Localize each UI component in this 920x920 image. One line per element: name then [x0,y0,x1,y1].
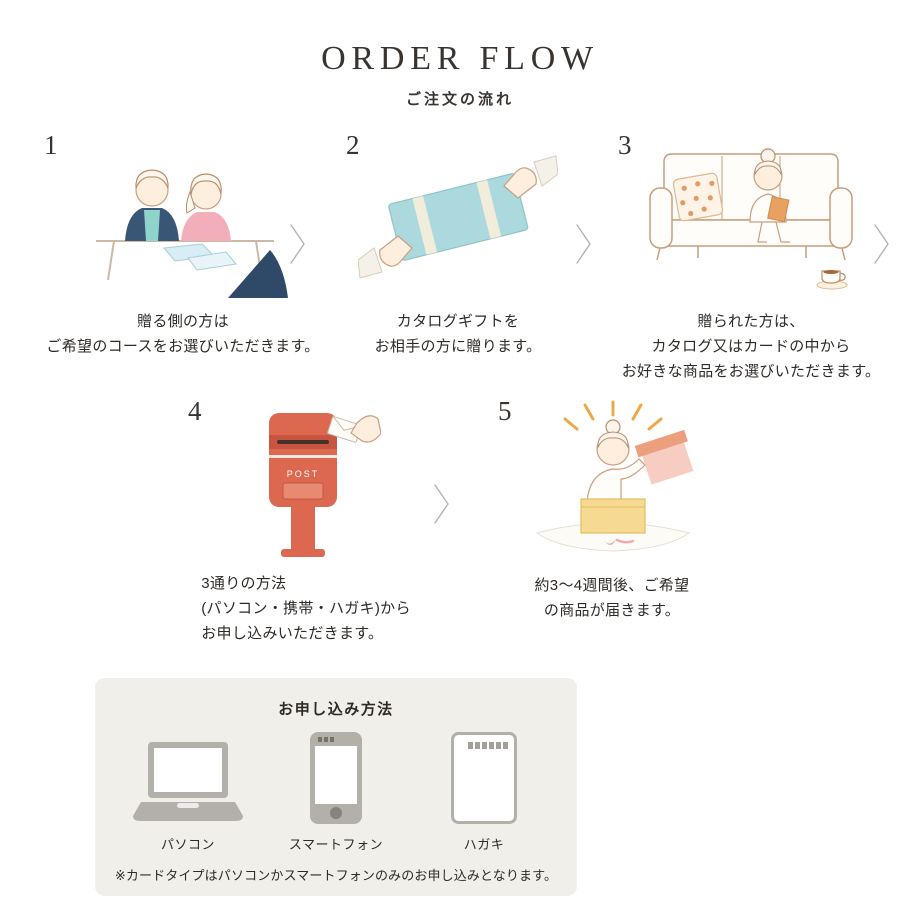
step-2: 2 カタログギフトを お相手の方に贈ります。 [338,132,578,360]
method-smartphone: スマートフォン [271,732,401,853]
application-note: ※カードタイプはパソコンかスマートフォンのみのお申し込みとなります。 [114,868,558,883]
step-1-number: 1 [44,130,58,160]
step-1: 1 贈る側の方は ご希望のコースをお選びいただきます。 [28,132,338,360]
chevron-right-icon [574,222,594,266]
step-2-caption: カタログギフトを お相手の方に贈ります。 [374,313,542,355]
method-pc: パソコン [123,732,253,853]
method-postcard-label: ハガキ [463,837,505,852]
step-4: 4 POST 3通りの方法 (パソコン・携帯・ハガキ)から お申し込みいただきま… [178,398,434,646]
step-5: 5 [482,398,742,624]
application-methods-row: パソコン スマートフォン [95,732,577,853]
step-3-caption: 贈られた方は、 カタログ又はカードの中から お好きな商品をお選びいただきます。 [621,313,881,380]
method-pc-label: パソコン [160,837,216,852]
laptop-icon [132,732,244,824]
chevron-right-icon [288,222,308,266]
step-3-number: 3 [618,130,632,160]
method-postcard: ハガキ [419,732,549,853]
method-smartphone-label: スマートフォン [288,837,384,852]
step-5-caption: 約3〜4週間後、ご希望 の商品が届きます。 [534,577,690,619]
chevron-right-icon [872,222,892,266]
step-5-number: 5 [498,396,512,426]
application-methods-panel: お申し込み方法 パソコン [95,678,577,896]
step-1-caption: 贈る側の方は ご希望のコースをお選びいただきます。 [46,313,320,355]
choosing-course-illustration [28,132,338,304]
postbox-illustration: POST [178,398,434,566]
browsing-catalog-illustration [586,132,916,304]
chevron-right-icon [432,482,452,526]
step-4-number: 4 [188,396,202,426]
step-2-number: 2 [346,130,360,160]
smartphone-icon [310,732,362,824]
receiving-gift-illustration [482,398,742,568]
application-methods-title: お申し込み方法 [278,701,394,718]
step-3: 3 [586,132,916,384]
postcard-icon [451,732,517,824]
giving-gift-illustration [338,132,578,304]
page-title: ORDER FLOW [321,40,599,77]
postbox-label: POST [287,469,320,479]
page-subtitle: ご注文の流れ [405,91,514,108]
step-4-caption: 3通りの方法 (パソコン・携帯・ハガキ)から お申し込みいただきます。 [201,575,411,642]
